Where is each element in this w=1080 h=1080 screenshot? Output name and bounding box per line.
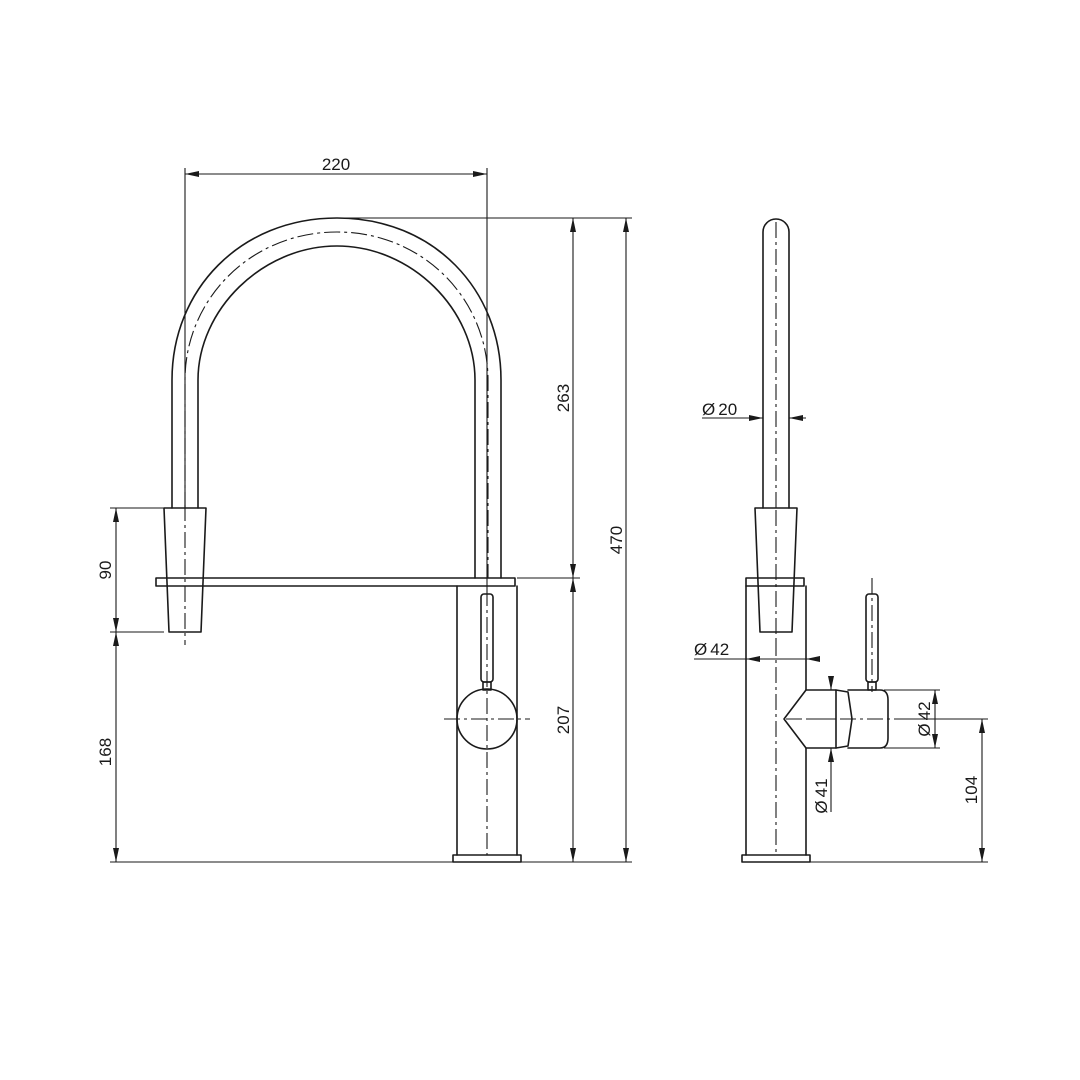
- arrow-207-bottom: [570, 848, 576, 862]
- arrow-263-top: [570, 218, 576, 232]
- arrow-104-top: [979, 719, 985, 733]
- dim-dia42-handle-label: Ø 42: [915, 701, 934, 736]
- arrow-dia42h-top: [932, 690, 938, 704]
- arrow-263-bottom: [570, 564, 576, 578]
- arrow-dia20-left: [749, 415, 763, 421]
- side-spout-tube: [762, 218, 790, 509]
- arrow-90-bottom: [113, 618, 119, 632]
- dim-263-label: 263: [554, 384, 573, 412]
- dim-dia20-value: 20: [718, 400, 737, 419]
- diameter-symbol-3: Ø: [915, 723, 934, 736]
- arrow-dia42-left: [746, 656, 760, 662]
- dim-dia41-value: 41: [812, 778, 831, 797]
- arrow-dia41-bottom: [828, 748, 834, 762]
- side-holder-bar: [745, 577, 805, 587]
- spout-centerline: [184, 231, 489, 578]
- arrow-168-bottom: [113, 848, 119, 862]
- dim-90-label: 90: [96, 561, 115, 580]
- dim-470-label: 470: [607, 526, 626, 554]
- spout-arch-inner: [197, 245, 476, 579]
- spray-head: [163, 507, 207, 633]
- side-spray-head: [754, 507, 798, 633]
- diameter-symbol-4: Ø: [812, 800, 831, 813]
- arrow-220-right: [473, 171, 487, 177]
- arrow-470-bottom: [623, 848, 629, 862]
- dim-dia42-body-value: 42: [710, 640, 729, 659]
- arrow-dia42h-bottom: [932, 734, 938, 748]
- dim-dia41-label: Ø 41: [812, 778, 831, 813]
- arrow-90-top: [113, 508, 119, 522]
- dim-104-label: 104: [962, 776, 981, 804]
- holder-bar: [155, 577, 516, 587]
- arrow-dia20-right: [789, 415, 803, 421]
- dim-168-label: 168: [96, 738, 115, 766]
- arrow-168-top: [113, 632, 119, 646]
- side-body-column: [745, 585, 807, 856]
- dim-207-label: 207: [554, 706, 573, 734]
- diameter-symbol: Ø: [702, 400, 715, 419]
- arrow-220-left: [185, 171, 199, 177]
- arrow-104-bottom: [979, 848, 985, 862]
- dim-220-label: 220: [322, 155, 350, 174]
- front-view: [155, 217, 530, 863]
- arrow-dia41-top: [828, 676, 834, 690]
- lever-neck: [482, 681, 492, 691]
- spout-arch-outer: [171, 217, 502, 579]
- dim-dia42-handle-value: 42: [915, 701, 934, 720]
- arrow-207-top: [570, 578, 576, 592]
- arrow-470-top: [623, 218, 629, 232]
- arrow-dia42-right: [806, 656, 820, 662]
- body-base: [452, 854, 522, 863]
- side-base: [741, 854, 811, 863]
- front-dimensions: 220 263 207 470 90 168: [96, 155, 632, 863]
- side-view: [741, 218, 900, 863]
- diameter-symbol-2: Ø: [694, 640, 707, 659]
